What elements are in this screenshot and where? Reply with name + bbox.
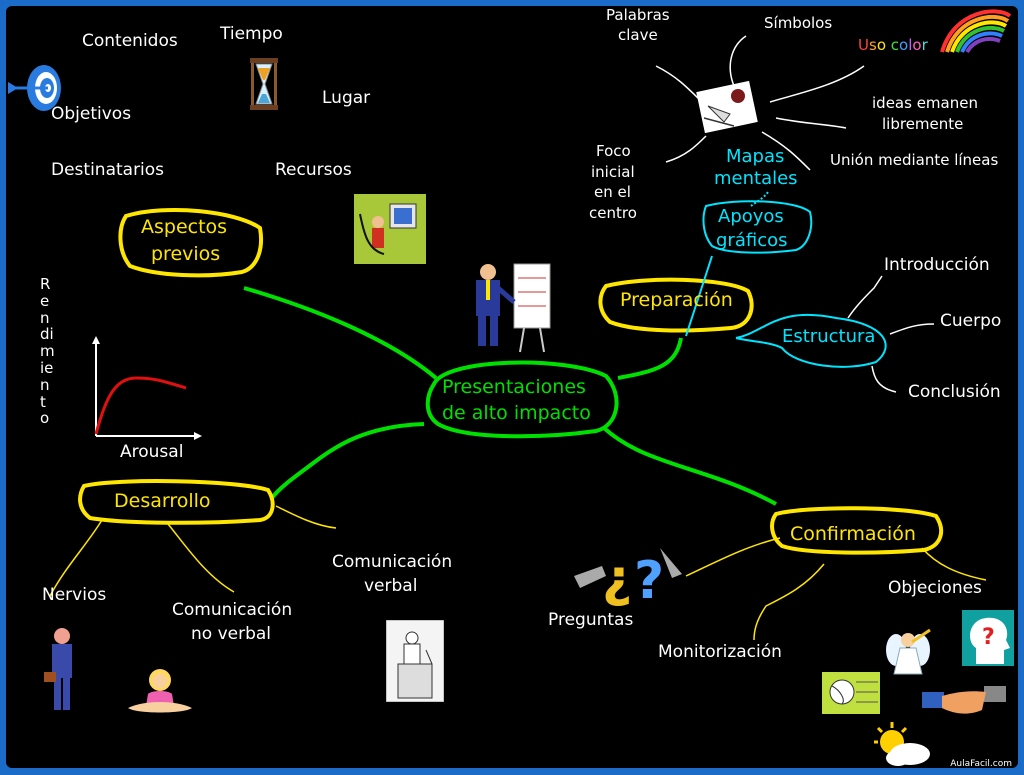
lugar-label: Lugar [322, 88, 371, 108]
angel-icon [886, 628, 931, 675]
center-node-label-1: Presentaciones [442, 376, 586, 398]
verbal-label-1: Comunicación [332, 552, 453, 572]
destinatarios-label: Destinatarios [51, 160, 165, 180]
apoyos-label-1: Apoyos [718, 206, 784, 227]
volleyball-icon [822, 672, 880, 714]
ideas-label-2: libremente [882, 115, 964, 133]
mind-map-person-icon [696, 80, 758, 134]
svg-text:?: ? [982, 625, 995, 650]
watermark: AulaFacil.com [950, 759, 1012, 768]
target-icon [8, 65, 61, 111]
arousal-axis-label: Arousal [120, 442, 184, 462]
objetivos-label: Objetivos [51, 104, 132, 124]
foco-label-1: Foco [596, 142, 631, 160]
meditating-woman-icon [128, 669, 192, 713]
foco-label-4: centro [589, 204, 637, 222]
svg-text:¿: ¿ [602, 549, 632, 606]
tiempo-label: Tiempo [220, 24, 283, 44]
hourglass-icon [250, 58, 278, 110]
aspectos-node-outline [118, 208, 263, 278]
palabras-clave-label-1: Palabras [606, 6, 670, 24]
question-marks-icon: ¿ ? [574, 548, 682, 606]
nervios-label: Nervios [42, 585, 107, 605]
contenidos-label: Contenidos [82, 31, 178, 51]
foco-label-3: en el [594, 183, 631, 201]
mapas-label-1: Mapas [726, 146, 785, 167]
connector-lines [49, 35, 987, 641]
svg-text:?: ? [634, 551, 664, 606]
arousal-curve [94, 376, 187, 435]
mapas-label-2: mentales [714, 168, 798, 189]
union-label: Unión mediante líneas [830, 151, 999, 169]
introduccion-label: Introducción [884, 255, 990, 275]
conclusion-label: Conclusión [908, 382, 1001, 402]
preguntas-label: Preguntas [548, 610, 634, 630]
desarrollo-node-label: Desarrollo [114, 490, 211, 512]
question-head-icon: ? [962, 610, 1014, 666]
speaker-podium-image [386, 620, 444, 702]
desarrollo-node-outline [78, 479, 275, 525]
preparacion-node-outline [598, 277, 754, 333]
ideas-label-1: ideas emanen [872, 94, 978, 112]
foco-label-2: inicial [591, 163, 635, 181]
apoyos-label-2: gráficos [716, 230, 788, 251]
presenter-icon [476, 263, 551, 353]
confirmacion-node-label: Confirmación [790, 523, 916, 545]
cuerpo-label: Cuerpo [940, 311, 1002, 331]
objeciones-label: Objeciones [888, 578, 982, 598]
verbal-label-2: verbal [364, 576, 418, 596]
nervous-man-icon [44, 628, 72, 710]
simbolos-label: Símbolos [764, 14, 833, 32]
sun-cloud-icon [874, 722, 930, 766]
center-node-outline [425, 360, 619, 439]
estructura-label: Estructura [782, 326, 876, 347]
palabras-clave-label-2: clave [618, 26, 658, 44]
rainbow-icon [940, 9, 1012, 54]
monitorizacion-label: Monitorización [658, 642, 782, 662]
recursos-label: Recursos [275, 160, 352, 180]
center-node-label-2: de alto impacto [442, 402, 591, 424]
mind-map-board: Presentaciones de alto impacto Aspectos … [6, 6, 1018, 768]
aspectos-node-label-1: Aspectos [141, 216, 228, 238]
aspectos-node-label-2: previos [151, 243, 221, 265]
no-verbal-label-1: Comunicación [172, 600, 293, 620]
preparacion-node-label: Preparación [620, 289, 733, 311]
uso-color-label: Uso color [858, 36, 928, 54]
no-verbal-label-2: no verbal [191, 624, 272, 644]
handshake-icon [922, 686, 1006, 714]
rendimiento-axis-label: Rendimiento [40, 275, 55, 428]
recursos-image [354, 194, 426, 264]
